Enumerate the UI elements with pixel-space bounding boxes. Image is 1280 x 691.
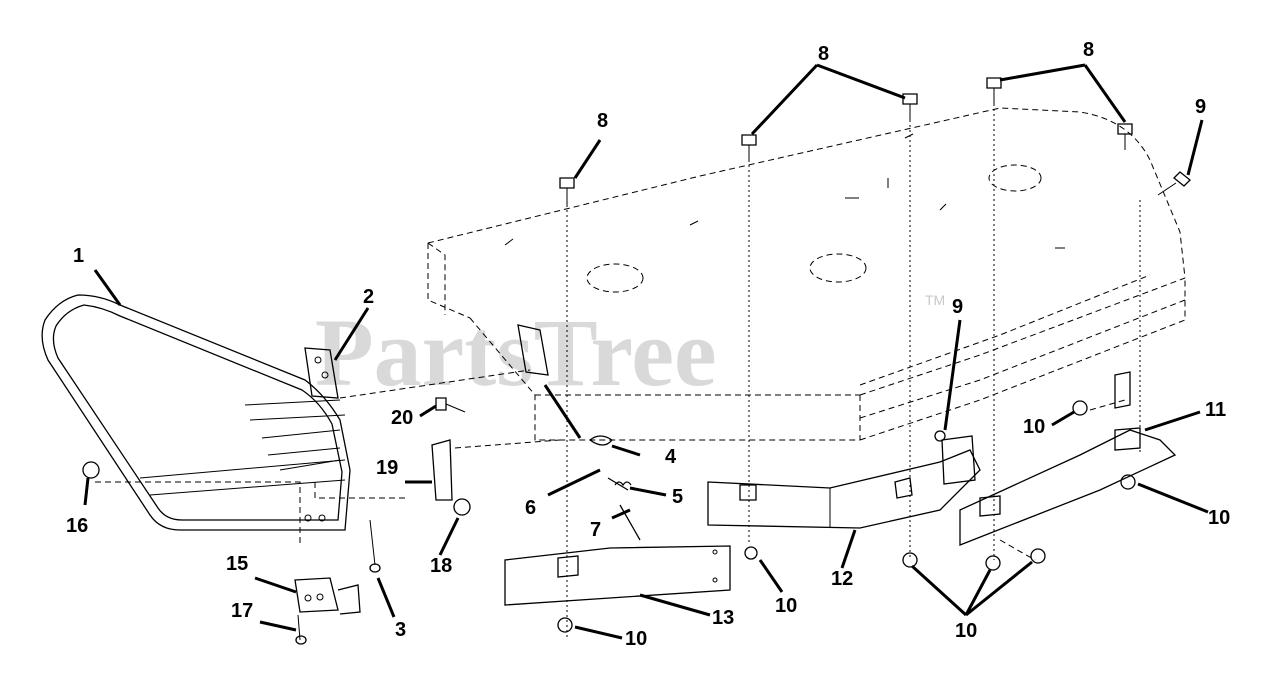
- callout-8-a: 8: [597, 110, 608, 132]
- baffle-side: [959, 371, 1177, 546]
- callout-5: 5: [672, 486, 683, 508]
- callout-17: 17: [231, 600, 253, 622]
- callout-8-b: 8: [818, 43, 829, 65]
- assembly-centerlines: [95, 104, 1141, 640]
- discharge-chute: [41, 294, 351, 531]
- callout-11: 11: [1205, 399, 1226, 421]
- small-hardware: [369, 397, 471, 573]
- callout-19: 19: [376, 457, 398, 479]
- baffle-front: [707, 435, 981, 529]
- callout-13: 13: [712, 607, 734, 629]
- callout-2: 2: [363, 286, 374, 308]
- callout-15: 15: [226, 553, 248, 575]
- deck-housing: [427, 107, 1186, 441]
- callout-6: 6: [525, 497, 536, 519]
- callout-10-b: 10: [1208, 507, 1230, 529]
- watermark-trademark: TM: [925, 292, 945, 308]
- latch-bracket: [294, 577, 361, 645]
- callout-12: 12: [831, 568, 853, 590]
- callout-10-d: 10: [625, 628, 647, 650]
- callout-20: 20: [391, 407, 413, 429]
- callout-4: 4: [665, 446, 677, 468]
- callout-1: 1: [73, 245, 84, 267]
- callout-10-c: 10: [775, 595, 797, 617]
- hinge-bracket: [304, 347, 339, 399]
- callout-3: 3: [395, 619, 406, 641]
- leader-lines: [83, 63, 1209, 640]
- callout-10-a: 10: [1023, 416, 1045, 438]
- baffle-lower: [504, 545, 731, 606]
- callout-7: 7: [590, 519, 601, 541]
- callout-10-e: 10: [955, 620, 977, 642]
- callout-8-c: 8: [1083, 39, 1094, 61]
- callout-labels: 1 2 3 4 5 6 7 8 8 8 9 9 10 10 10 10 10 1…: [66, 39, 1230, 650]
- callout-9-b: 9: [952, 296, 963, 318]
- bolts-8: [559, 77, 1191, 205]
- callout-9-a: 9: [1195, 96, 1206, 118]
- nuts: [82, 400, 1136, 633]
- callout-18: 18: [430, 555, 452, 577]
- watermark-text: PartsTree: [315, 299, 717, 406]
- callout-16: 16: [66, 515, 88, 537]
- rod-assembly: [517, 324, 641, 541]
